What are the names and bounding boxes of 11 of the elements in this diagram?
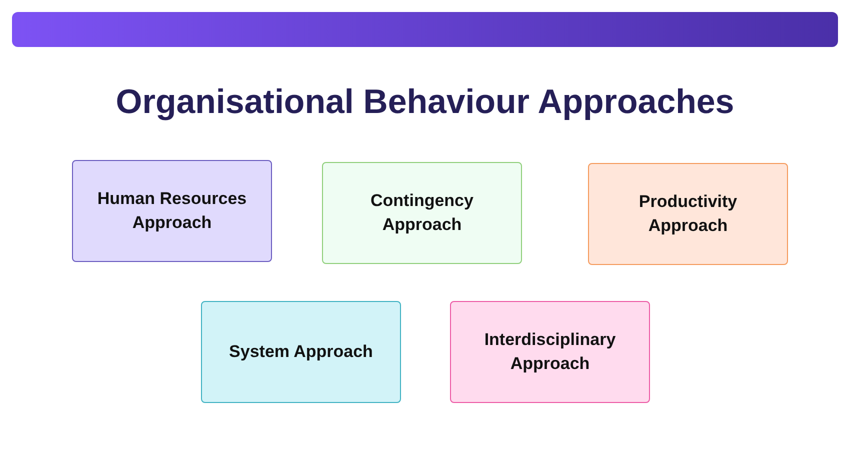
box-label: System Approach (229, 341, 373, 363)
approach-box (201, 301, 401, 403)
box-label: Interdisciplinary Approach (483, 329, 617, 375)
approach-box (322, 162, 522, 264)
title: Organisational Behaviour Approaches (114, 82, 736, 123)
approach-box (72, 160, 272, 262)
box-label: Human Resources Approach (96, 188, 248, 234)
box-label: Productivity Approach (638, 191, 738, 237)
box-label: Contingency Approach (370, 190, 474, 236)
approach-box (588, 163, 788, 265)
approach-box (450, 301, 650, 403)
